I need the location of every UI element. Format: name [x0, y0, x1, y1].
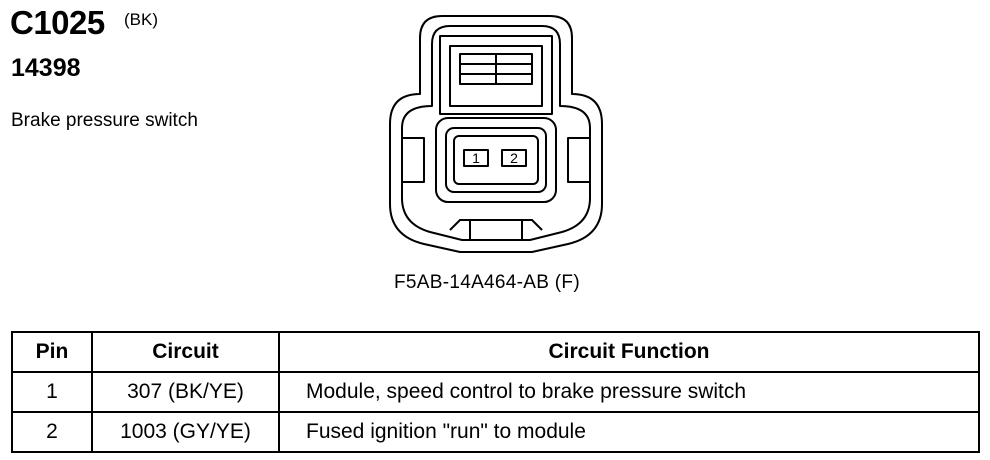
cell-circuit: 1003 (GY/YE) [91, 411, 280, 453]
part-number: 14398 [11, 54, 81, 82]
latch-outline [439, 35, 553, 115]
table-row: 2 1003 (GY/YE) Fused ignition "run" to m… [11, 411, 980, 453]
connector-id: C1025 [10, 4, 105, 41]
housing-inner-outline [401, 25, 591, 241]
cavity-inner [445, 127, 547, 193]
header-pin: Pin [11, 331, 93, 373]
cavity-core [453, 135, 539, 185]
pin-1-label: 1 [472, 150, 480, 166]
cell-pin: 1 [11, 371, 93, 413]
cell-function: Module, speed control to brake pressure … [278, 371, 980, 413]
pin-1-box [463, 149, 489, 167]
connector-color: (BK) [124, 10, 158, 29]
pin-2-box [501, 149, 527, 167]
pin-2-label: 2 [510, 150, 518, 166]
side-tab-left [401, 137, 425, 183]
pin-table: Pin Circuit Circuit Function 1 307 (BK/Y… [11, 331, 980, 453]
side-tab-right [567, 137, 591, 183]
table-header-row: Pin Circuit Circuit Function [11, 331, 980, 373]
table-row: 1 307 (BK/YE) Module, speed control to b… [11, 371, 980, 413]
housing-outline [389, 15, 603, 253]
header-circuit: Circuit [91, 331, 280, 373]
key-notch [449, 219, 543, 231]
component-name: Brake pressure switch [11, 110, 198, 131]
header-circuit-function: Circuit Function [278, 331, 980, 373]
cavity-outer [435, 117, 557, 203]
cell-circuit: 307 (BK/YE) [91, 371, 280, 413]
latch-inner [449, 45, 543, 107]
connector-part-label: F5AB-14A464-AB (F) [394, 272, 580, 293]
connector-face-diagram: 1 2 [389, 15, 603, 253]
cell-pin: 2 [11, 411, 93, 453]
cell-function: Fused ignition "run" to module [278, 411, 980, 453]
